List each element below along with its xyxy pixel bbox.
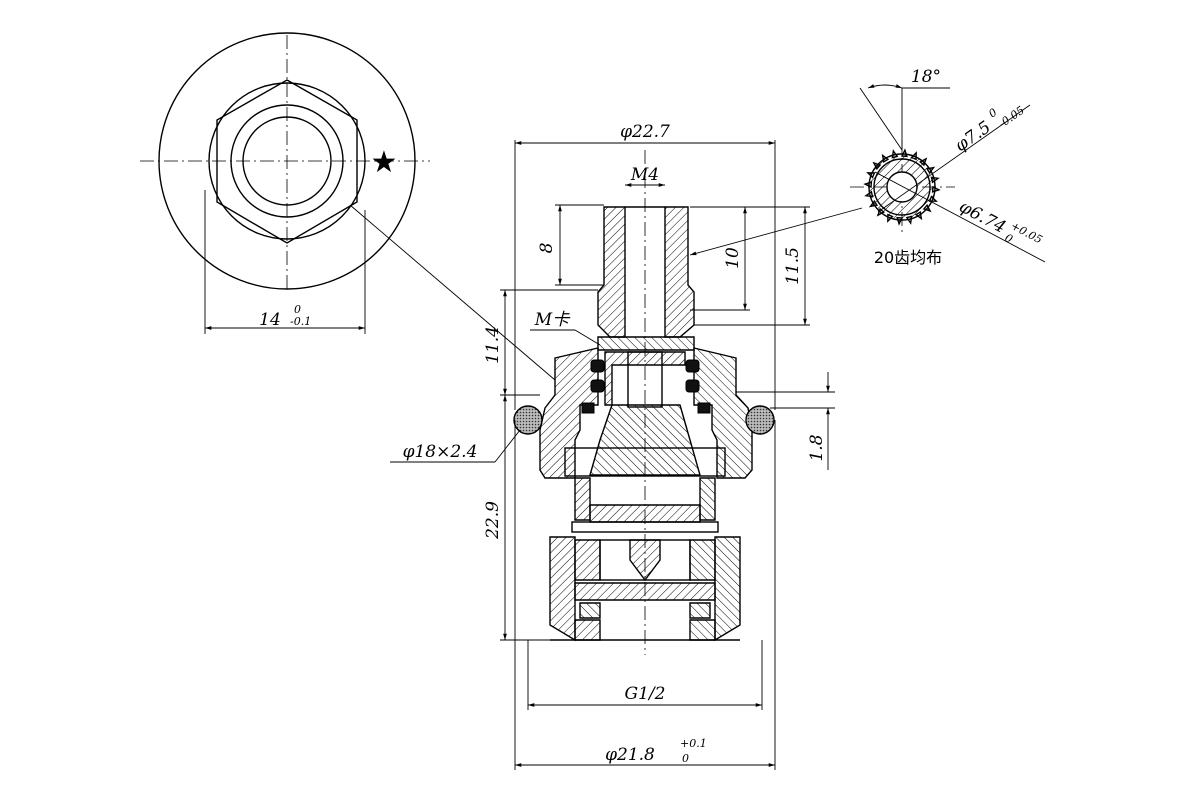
inner-tol-lower: 0 — [1003, 231, 1015, 246]
spline-root — [873, 158, 931, 216]
spline-tooth — [868, 199, 879, 208]
stem-right-wall — [664, 206, 695, 338]
spline-teeth — [863, 148, 941, 226]
spline-tooth — [881, 153, 890, 164]
clip-label: M卡 — [534, 310, 571, 330]
inner-bore-edge — [242, 116, 332, 206]
oring-callout-leader — [494, 429, 521, 463]
dim-22-7: φ22.7 — [620, 122, 670, 142]
inner-bore-circle — [230, 104, 344, 218]
spline-tooth — [914, 210, 923, 221]
dim-21-8-tol-upper: +0.1 — [680, 737, 707, 750]
stem-base — [597, 336, 695, 351]
seal-right-2 — [685, 379, 700, 393]
spline-tooth — [905, 215, 913, 225]
spline-detail: 18° φ7.5 0 -0.05 φ6.74 +0.05 0 20齿均布 — [689, 67, 1046, 267]
disc-plate — [571, 521, 719, 533]
outer-circle — [158, 32, 416, 290]
spline-tooth — [918, 157, 928, 167]
leader-hex-to-section — [349, 204, 556, 381]
mid-left — [574, 477, 591, 521]
hex-tol-lower: -0.1 — [290, 315, 311, 328]
clip-leader — [574, 329, 601, 346]
spline-tooth — [872, 161, 882, 171]
angle-ref-line-1 — [859, 87, 903, 151]
seal-right-1 — [685, 359, 700, 373]
outer-tol-lower: -0.05 — [996, 104, 1027, 131]
dim-1-8: 1.8 — [807, 434, 827, 461]
seal-left-3 — [581, 402, 595, 414]
spline-tooth — [891, 149, 899, 159]
dim-11-5: 11.5 — [783, 247, 803, 285]
hex-inscribed-circle — [208, 82, 366, 240]
teeth-note: 20齿均布 — [874, 248, 942, 267]
inner-tol-upper: +0.05 — [1009, 219, 1045, 246]
seal-left-1 — [590, 359, 605, 373]
dim-11-4: 11.4 — [483, 326, 503, 364]
spline-tooth — [896, 216, 904, 226]
lower-left-inner — [574, 539, 601, 581]
dim-21-8: φ21.8 — [605, 745, 655, 765]
oring-left — [513, 405, 543, 435]
hex-outline — [216, 79, 358, 244]
spline-tooth — [928, 195, 938, 202]
inner-dia-leader — [874, 171, 1046, 263]
dim-g12: G1/2 — [625, 684, 666, 704]
spline-to-stem-leader — [689, 207, 863, 256]
spline-tooth — [931, 185, 941, 193]
dim-8: 8 — [537, 242, 557, 253]
spindle-bore — [627, 351, 663, 408]
foot-left — [574, 619, 601, 641]
dim-21-8-tol-lower: 0 — [682, 752, 689, 765]
spindle-cone — [589, 404, 701, 476]
foot-right — [689, 619, 716, 641]
angle-label: 18° — [911, 67, 941, 87]
spline-tooth — [900, 148, 908, 158]
stem-left-wall — [597, 206, 626, 338]
inner-dia-label: φ6.74 — [956, 197, 1009, 238]
outer-dia-label: φ7.5 — [951, 117, 994, 156]
lower-right-wall — [714, 536, 741, 642]
spline-tooth — [864, 190, 874, 198]
mid-disc — [589, 504, 701, 523]
spline-tooth — [910, 151, 917, 161]
star-marker: ★ — [371, 145, 398, 180]
oring-label: φ18×2.4 — [403, 442, 478, 462]
valve-tip — [629, 539, 661, 582]
spline-tooth — [876, 207, 886, 217]
lower-seal-left — [579, 602, 601, 619]
spline-tooth — [930, 176, 940, 184]
dim-22-9: 22.9 — [483, 501, 503, 540]
spline-tooth — [925, 166, 936, 175]
lower-seal-right — [689, 602, 711, 619]
dim-m4: M4 — [630, 165, 659, 185]
lower-right-inner — [689, 539, 716, 581]
outer-dia-leader — [877, 104, 1031, 213]
angle-arc — [867, 84, 903, 89]
housing-right — [693, 347, 753, 479]
section-view: φ22.7 M4 8 10 11.5 11.4 M卡 φ18×2.4 — [390, 122, 835, 770]
thread-band — [564, 447, 726, 477]
spline-tooth — [863, 181, 873, 189]
hex-tol-upper: 0 — [294, 303, 301, 316]
spline-bore — [886, 171, 918, 203]
lower-band — [574, 582, 716, 601]
lower-left-wall — [549, 536, 576, 642]
top-view: ★ 14 0 -0.1 — [140, 32, 556, 381]
spline-tooth — [887, 213, 894, 223]
hex-width-label: 14 — [259, 310, 281, 330]
oring-right — [745, 405, 775, 435]
spindle-upper — [604, 351, 686, 406]
spline-tooth — [922, 203, 932, 213]
mid-right — [699, 477, 716, 521]
spline-tooth — [866, 172, 876, 179]
seal-right-3 — [697, 402, 711, 414]
valve-chamber — [599, 539, 691, 581]
seal-left-2 — [590, 379, 605, 393]
dim-10: 10 — [723, 247, 743, 269]
